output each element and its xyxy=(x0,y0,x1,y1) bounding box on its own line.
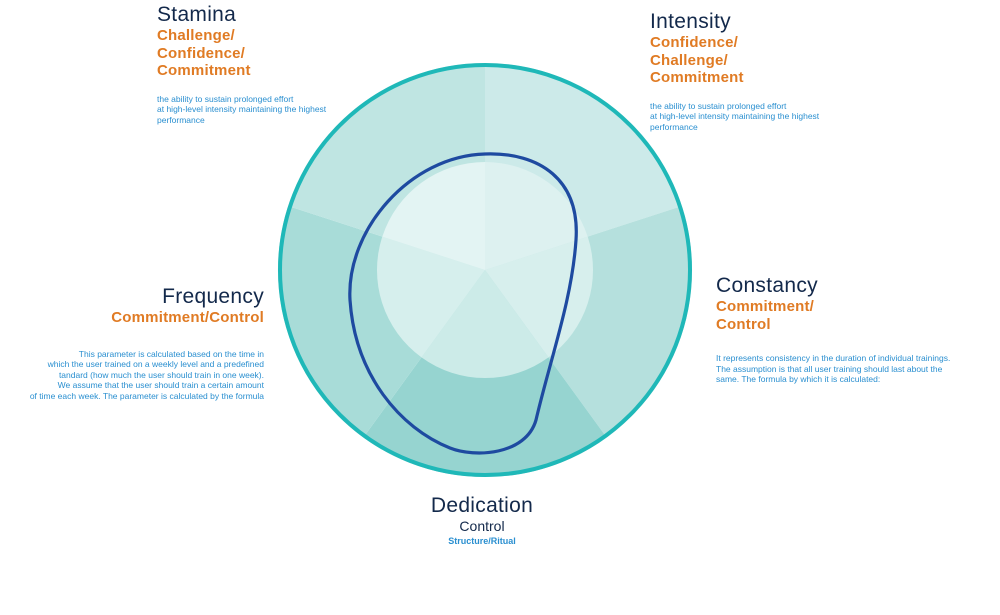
outer-ring xyxy=(278,63,692,477)
stamina-description-line: performance xyxy=(157,114,205,125)
inner-sector-constancy xyxy=(485,236,594,358)
stamina-title: Stamina xyxy=(157,3,237,26)
stamina-subtitle-line: Confidence/ xyxy=(157,44,246,62)
inner-sector-stamina xyxy=(382,162,485,270)
frequency-section: Frequency Commitment/Control This parame… xyxy=(0,285,264,401)
dedication-tagline: Structure/Ritual xyxy=(448,536,516,546)
constancy-section: Constancy Commitment/ Control It represe… xyxy=(716,274,996,385)
intensity-subtitle-line: Confidence/ xyxy=(650,34,739,51)
stamina-description-line: the ability to sustain prolonged effort xyxy=(157,93,294,104)
constancy-description-line: The assumption is that all user training… xyxy=(716,363,943,374)
frequency-subtitle: Commitment/Control xyxy=(0,309,264,327)
intensity-subtitle: Confidence/ Challenge/ Commitment xyxy=(650,34,890,87)
stamina-subtitle-line: Commitment xyxy=(157,62,251,79)
dedication-title: Dedication xyxy=(430,494,534,517)
intensity-description-line: performance xyxy=(650,121,698,132)
constancy-subtitle: Commitment/ Control xyxy=(716,298,996,333)
intensity-description: the ability to sustain prolonged effort … xyxy=(650,101,890,133)
frequency-description: This parameter is calculated based on th… xyxy=(0,349,264,402)
constancy-subtitle-line: Control xyxy=(716,315,771,333)
inner-sector-dedication xyxy=(421,270,549,379)
constancy-description: It represents consistency in the duratio… xyxy=(716,353,996,385)
stamina-subtitle: Challenge/ Confidence/ Commitment xyxy=(157,27,397,80)
frequency-description-line: We assume that the user should train a c… xyxy=(57,380,264,390)
frequency-description-line: of time each week. The parameter is calc… xyxy=(29,390,264,401)
intensity-description-line: at high-level intensity maintaining the … xyxy=(650,111,820,121)
frequency-description-line: tandard (how much the user should train … xyxy=(58,369,264,380)
constancy-subtitle-line: Commitment/ xyxy=(716,298,815,315)
inner-sector-intensity xyxy=(485,162,588,270)
intensity-description-line: the ability to sustain prolonged effort xyxy=(650,100,787,111)
stamina-description: the ability to sustain prolonged effort … xyxy=(157,94,397,126)
intensity-subtitle-line: Commitment xyxy=(650,69,744,86)
dedication-section: Dedication Control Structure/Ritual xyxy=(382,494,582,547)
constancy-description-line: same. The formula by which it is calcula… xyxy=(716,374,881,384)
constancy-title: Constancy xyxy=(716,274,818,297)
stamina-section: Stamina Challenge/ Confidence/ Commitmen… xyxy=(157,3,397,125)
constancy-description-line: It represents consistency in the duratio… xyxy=(716,353,951,363)
stamina-description-line: at high-level intensity maintaining the … xyxy=(157,104,327,114)
score-curve xyxy=(348,152,578,455)
frequency-subtitle-line: Commitment/Control xyxy=(111,309,264,326)
intensity-section: Intensity Confidence/ Challenge/ Commitm… xyxy=(650,10,890,132)
intensity-subtitle-line: Challenge/ xyxy=(650,51,728,69)
intensity-title: Intensity xyxy=(650,10,731,33)
stamina-subtitle-line: Challenge/ xyxy=(157,27,235,44)
frequency-title: Frequency xyxy=(162,285,264,308)
frequency-description-line: which the user trained on a weekly level… xyxy=(47,359,264,369)
inner-sector-frequency xyxy=(376,236,485,358)
frequency-description-line: This parameter is calculated based on th… xyxy=(78,348,264,359)
dedication-subtitle: Control xyxy=(459,518,505,534)
